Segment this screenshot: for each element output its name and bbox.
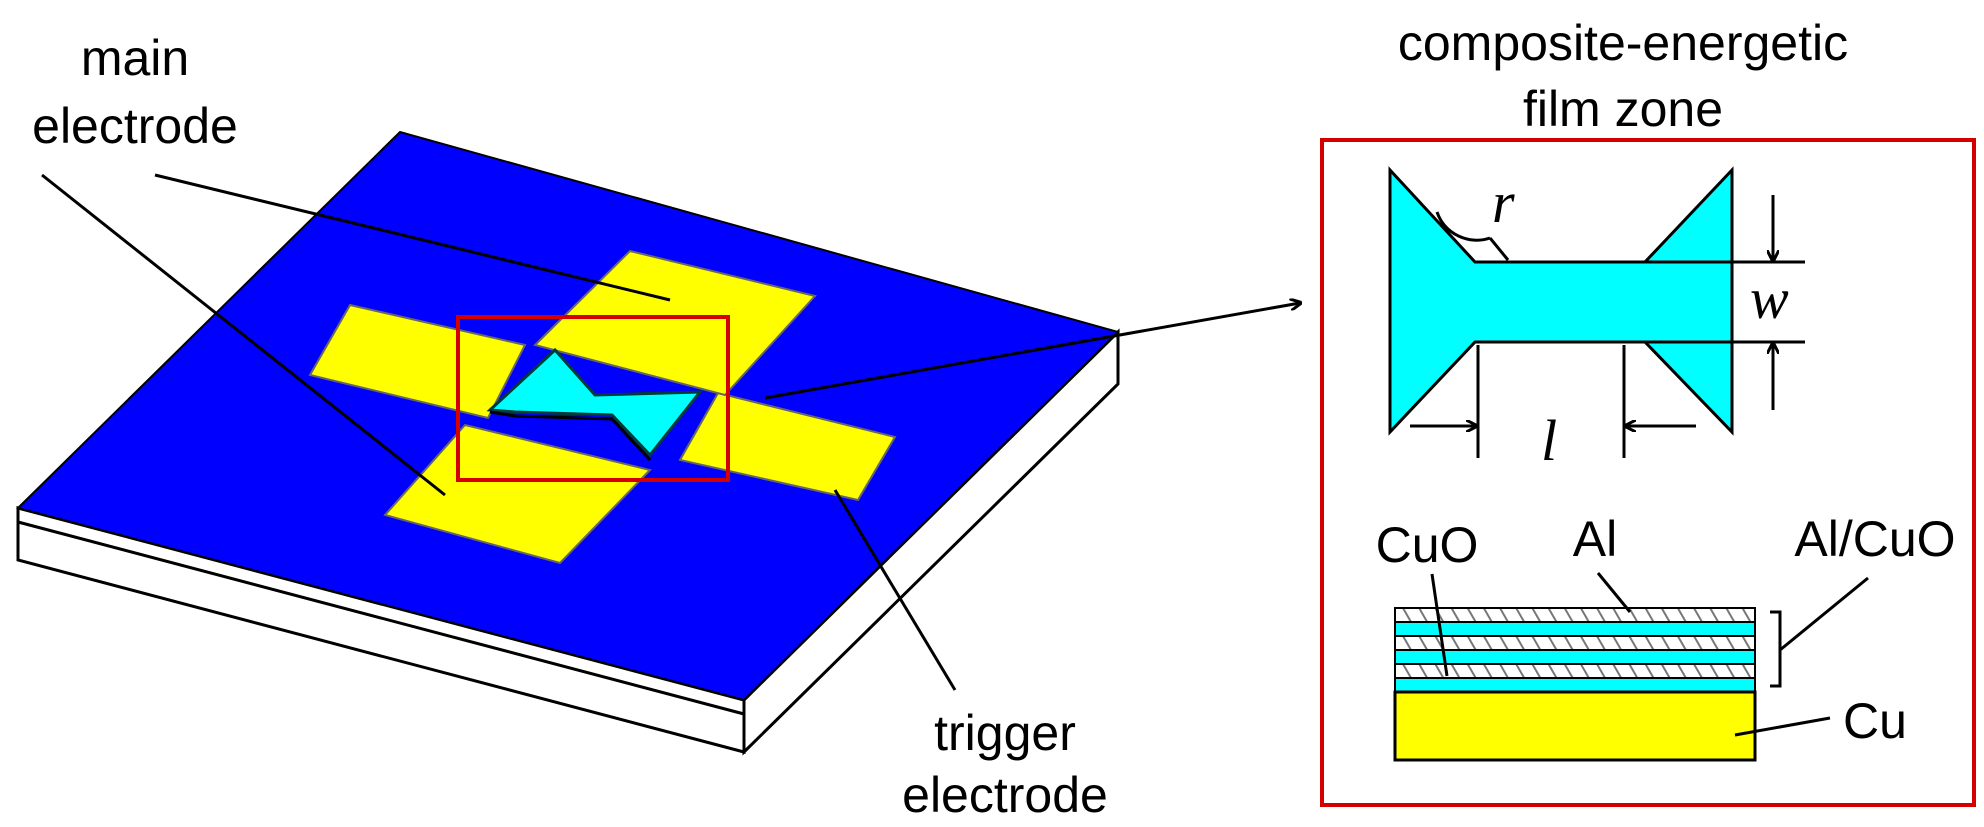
label-cu: Cu xyxy=(1843,693,1907,749)
device-3d xyxy=(16,130,1120,756)
trigger-electrode-pad-bottom xyxy=(383,423,652,565)
dim-label-r: r xyxy=(1492,170,1515,235)
label-alcuo: Al/CuO xyxy=(1794,511,1955,567)
film-zone-highlight-box xyxy=(456,315,730,482)
main-electrode-pad-left xyxy=(308,303,527,420)
layer-stack xyxy=(1393,576,1869,762)
radius-arc xyxy=(1435,211,1491,242)
zoom-arrow xyxy=(764,303,1300,400)
label-main-electrode-line2: electrode xyxy=(32,98,238,154)
trigger-electrode-leader xyxy=(833,489,957,691)
dim-label-w: w xyxy=(1750,266,1789,331)
label-trigger-electrode-line1: trigger xyxy=(934,705,1076,761)
bowtie-shape xyxy=(1388,166,1734,436)
dim-label-l: l xyxy=(1541,408,1557,473)
label-main-electrode-line1: main xyxy=(81,30,189,86)
label-cuo: CuO xyxy=(1376,517,1479,573)
layer-cuo-1 xyxy=(1394,621,1756,637)
zone-title-line1: composite-energetic xyxy=(1398,15,1848,71)
trigger-electrode-pad-top xyxy=(533,249,817,397)
layer-cuo-2 xyxy=(1394,649,1756,665)
layer-al-2 xyxy=(1394,635,1756,651)
substrate-top xyxy=(16,130,1120,702)
layer-al-3 xyxy=(1394,663,1756,679)
layer-cuo-3 xyxy=(1394,677,1756,693)
label-trigger-electrode-line2: electrode xyxy=(902,767,1108,823)
main-electrode-leader-1 xyxy=(154,173,671,302)
zone-title-line2: film zone xyxy=(1523,81,1723,137)
label-al: Al xyxy=(1573,511,1617,567)
energetic-film-bowtie xyxy=(486,347,704,458)
layer-al-1 xyxy=(1394,607,1756,623)
layer-cu xyxy=(1393,690,1757,762)
main-electrode-pad-right xyxy=(678,391,897,502)
bowtie-top-view: r w l xyxy=(1388,166,1805,473)
main-electrode-leader-2 xyxy=(41,173,446,497)
